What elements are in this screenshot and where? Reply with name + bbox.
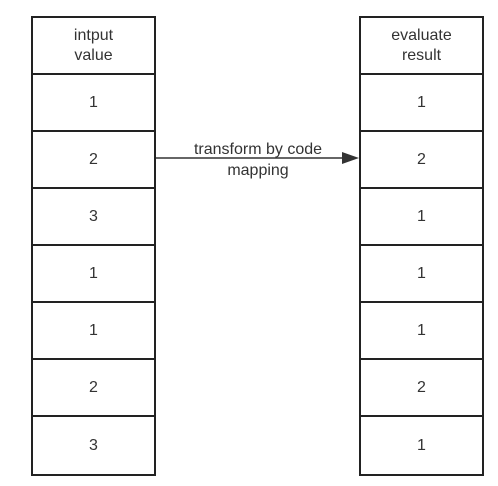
- evaluate-result-cell: 1: [417, 436, 426, 454]
- input-value-cell: 1: [33, 246, 154, 303]
- evaluate-result-cell: 1: [361, 303, 482, 360]
- input-value-cell: 3: [33, 189, 154, 246]
- transform-label-line1: transform by code: [193, 141, 323, 158]
- transform-label-line2: mapping: [227, 162, 289, 179]
- evaluate-result-cell: 1: [361, 75, 482, 132]
- evaluate-result-cell: 2: [361, 360, 482, 417]
- evaluate-result-header: evaluate result: [361, 18, 482, 75]
- input-value-column: intput value 1 2 3 1 1 2 3: [31, 16, 156, 476]
- arrowhead-icon: [342, 152, 359, 164]
- input-value-cell: 2: [33, 360, 154, 417]
- transform-arrow-label: transform by code mapping: [160, 139, 356, 181]
- input-value-cell: 1: [33, 75, 154, 132]
- evaluate-result-cell: 2: [361, 132, 482, 189]
- evaluate-result-cell: 1: [361, 189, 482, 246]
- input-value-cell: 3: [89, 436, 98, 454]
- evaluate-result-cell: 1: [361, 246, 482, 303]
- input-value-cell: 2: [33, 132, 154, 189]
- evaluate-result-column: evaluate result 1 2 1 1 1 2 1: [359, 16, 484, 476]
- input-value-header: intput value: [33, 18, 154, 75]
- input-value-cell: 1: [33, 303, 154, 360]
